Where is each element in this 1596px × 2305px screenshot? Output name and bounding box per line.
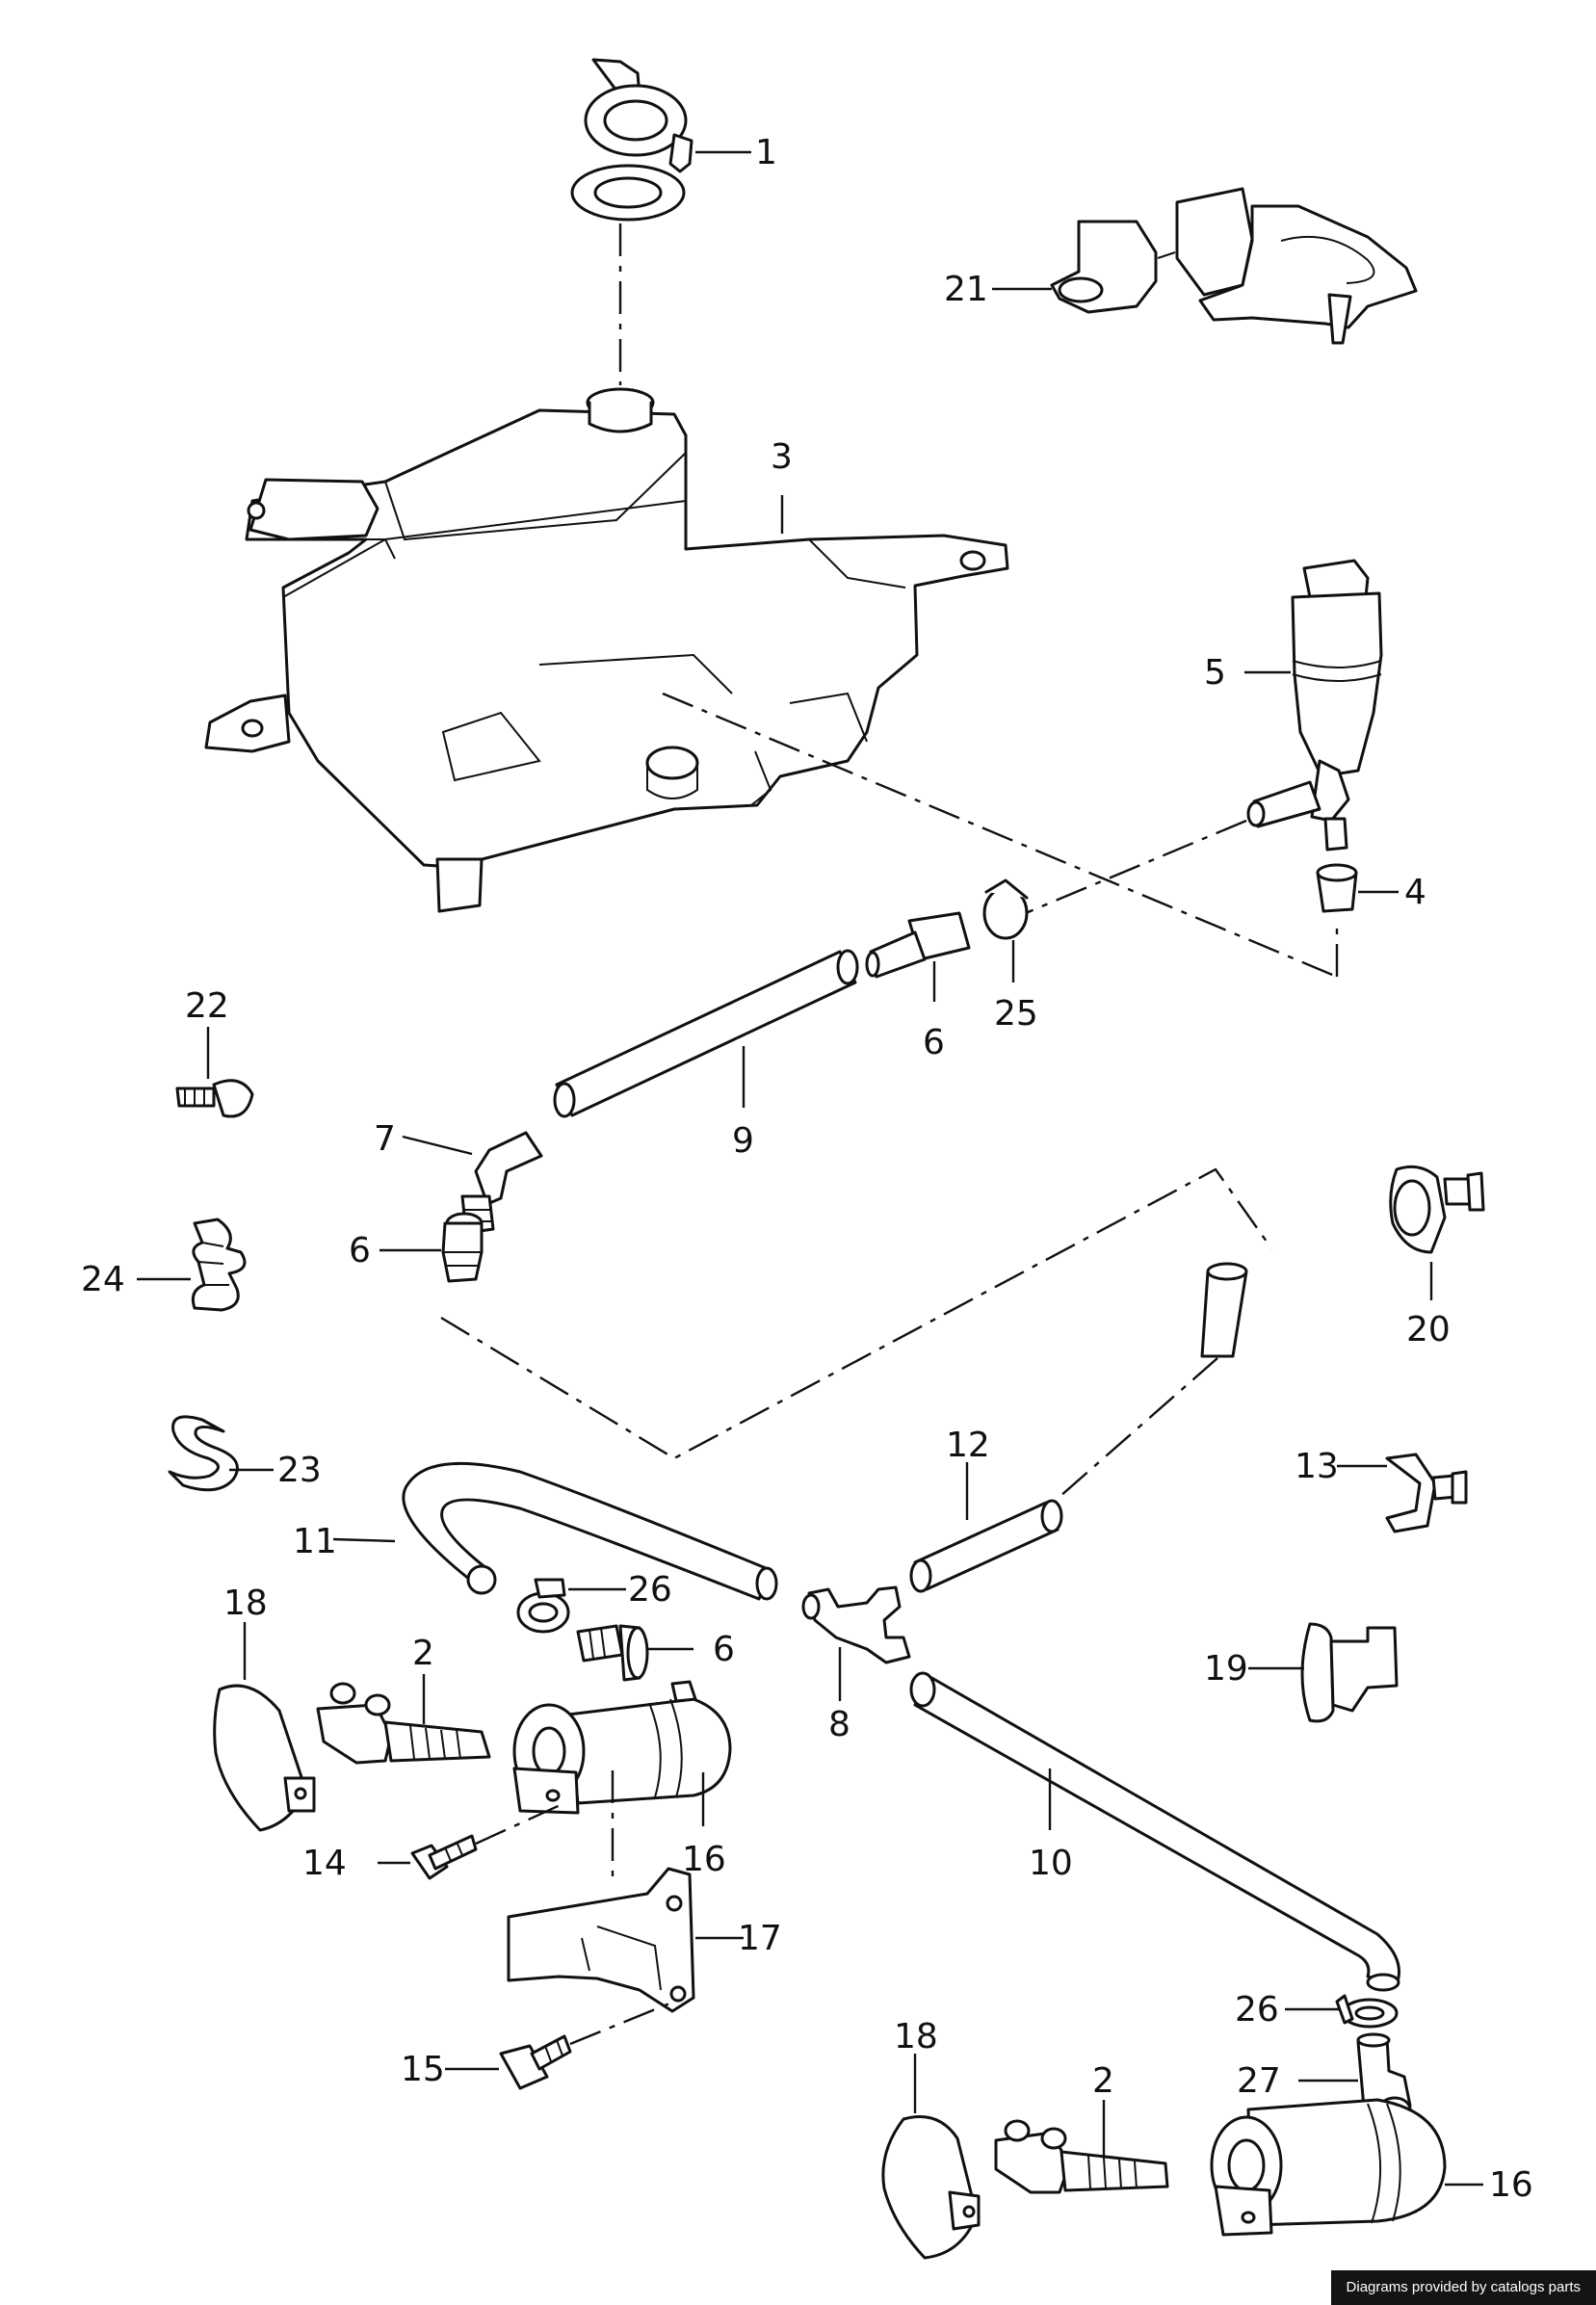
callout-25: 25 <box>994 994 1038 1034</box>
dash-bolt14 <box>475 1801 565 1846</box>
callout-20: 20 <box>1406 1310 1451 1349</box>
part-19-clip <box>1248 1622 1399 1723</box>
part-24-clip <box>137 1218 247 1312</box>
callout-13: 13 <box>1295 1447 1339 1486</box>
callouts: 1 2 2 3 4 5 6 6 6 7 8 9 10 11 12 13 14 1… <box>81 133 1533 2205</box>
callout-26: 26 <box>1235 1990 1279 2030</box>
part-21-bracket <box>992 187 1418 345</box>
callout-5: 5 <box>1204 653 1226 693</box>
callout-16: 16 <box>1489 2165 1533 2205</box>
callout-6: 6 <box>349 1231 371 1270</box>
part-6-connector-lower <box>576 1624 693 1682</box>
short-hose-segment <box>1200 1262 1248 1358</box>
callout-11: 11 <box>293 1522 337 1561</box>
callout-10: 10 <box>1029 1844 1073 1883</box>
callout-21: 21 <box>944 270 988 309</box>
dash-short-hose-link <box>1059 1357 1218 1498</box>
part-16-pump-right <box>1210 2098 1483 2237</box>
callout-19: 19 <box>1204 1649 1248 1689</box>
part-23-clip <box>168 1415 274 1492</box>
part-2-nozzle-right <box>994 2100 1169 2194</box>
part-6-connector-middle <box>379 1212 484 1283</box>
callout-23: 23 <box>277 1451 322 1490</box>
part-16-pump-left <box>512 1680 732 1826</box>
part-22-clip <box>175 1027 254 1118</box>
part-17-bracket <box>507 1867 744 2013</box>
part-18-cover-left <box>213 1622 316 1832</box>
callout-3: 3 <box>771 437 793 477</box>
callout-12: 12 <box>946 1426 990 1465</box>
callout-26: 26 <box>628 1570 672 1610</box>
part-10-hose <box>909 1671 1400 1992</box>
callout-18: 18 <box>894 2017 938 2056</box>
part-2-nozzle-left <box>316 1674 491 1765</box>
part-15-bolt <box>445 2034 572 2090</box>
part-5-pump <box>1244 559 1383 851</box>
part-14-bolt <box>378 1834 478 1880</box>
callout-22: 22 <box>185 986 229 1026</box>
callout-24: 24 <box>81 1260 125 1299</box>
part-1-filler-cap <box>570 58 751 222</box>
callout-2: 2 <box>1092 2061 1114 2101</box>
part-26-clamp-upper <box>516 1578 626 1634</box>
callout-16: 16 <box>682 1840 726 1879</box>
footer-credit: Diagrams provided by catalogs parts <box>1330 2270 1596 2305</box>
callout-8: 8 <box>828 1705 850 1744</box>
callout-15: 15 <box>401 2050 445 2089</box>
part-6-connector-upper <box>865 911 971 1002</box>
dash-tank-to-grommet <box>662 692 1338 979</box>
part-3-reservoir <box>204 387 1009 913</box>
dash-loop-middle <box>440 1167 1272 1460</box>
callout-17: 17 <box>738 1919 782 1958</box>
callout-14: 14 <box>302 1844 347 1883</box>
part-11-hose <box>332 1461 778 1601</box>
callout-2: 2 <box>412 1634 434 1673</box>
part-8-tee <box>801 1585 911 1701</box>
callout-18: 18 <box>223 1584 268 1623</box>
dash-pump-to-clamp <box>1020 819 1247 917</box>
part-13-clamp <box>1337 1453 1468 1533</box>
callout-27: 27 <box>1237 2061 1281 2101</box>
part-25-clamp <box>982 878 1029 982</box>
part-20-clamp <box>1389 1165 1485 1300</box>
part-26-clamp-lower <box>1285 1994 1399 2029</box>
part-4-grommet <box>1316 863 1399 913</box>
callout-9: 9 <box>732 1121 754 1161</box>
callout-4: 4 <box>1404 873 1426 912</box>
callout-6: 6 <box>923 1023 945 1062</box>
callout-1: 1 <box>755 133 777 172</box>
dash-bolt15 <box>569 2000 675 2046</box>
part-18-cover-right <box>881 2054 981 2260</box>
callout-6: 6 <box>713 1630 735 1669</box>
part-12-hose <box>909 1462 1063 1593</box>
part-9-hose <box>553 949 859 1118</box>
callout-7: 7 <box>374 1119 396 1159</box>
